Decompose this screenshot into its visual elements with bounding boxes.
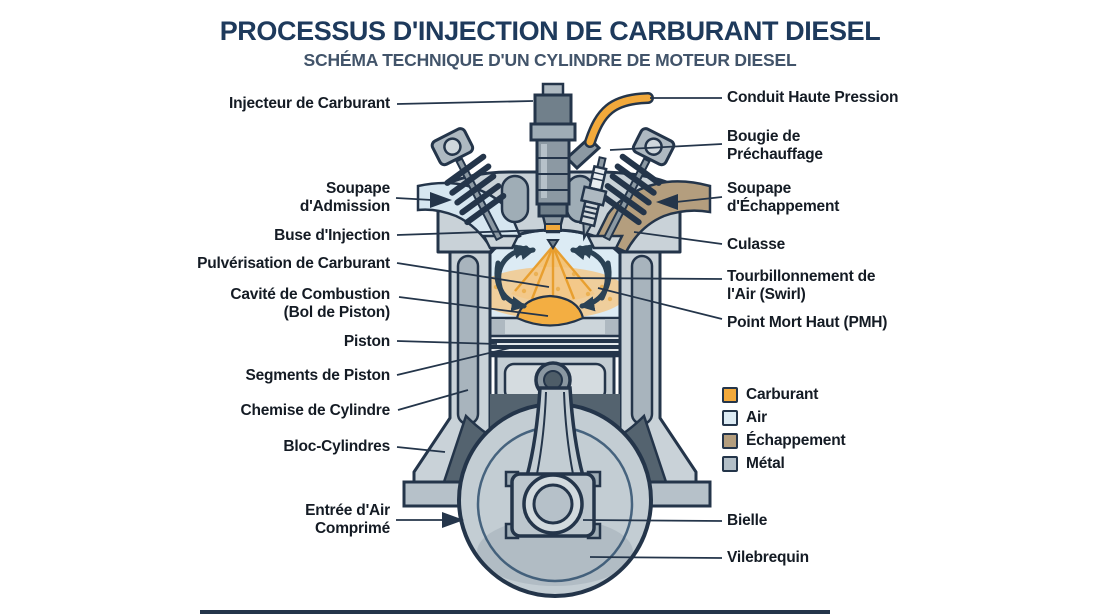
legend-label: Échappement — [746, 431, 846, 449]
intake-valve — [430, 127, 507, 242]
label-entree-air-comprime: Entrée d'Air Comprimé — [305, 502, 390, 537]
label-bougie-de-prechauffage: Bougie de Préchauffage — [727, 128, 823, 163]
label-bielle: Bielle — [727, 512, 768, 529]
cylinder-liner-right — [630, 254, 654, 426]
label-tourbillonnement-air: Tourbillonnement de l'Air (Swirl) — [727, 268, 876, 303]
swirl-arrows — [494, 243, 612, 312]
legend-label: Métal — [746, 454, 785, 472]
label-pulverisation-carburant: Pulvérisation de Carburant — [197, 255, 390, 272]
page-title: PROCESSUS D'INJECTION DE CARBURANT DIESE… — [219, 16, 881, 46]
intake-valve-head — [481, 234, 521, 250]
piston-rings — [488, 334, 622, 358]
exhaust-valve — [599, 127, 676, 242]
intake-flow-arrow — [430, 192, 452, 208]
piston-bowl — [515, 294, 585, 327]
label-piston: Piston — [343, 333, 390, 350]
label-buse-injection: Buse d'Injection — [274, 227, 390, 244]
header: PROCESSUS D'INJECTION DE CARBURANT DIESE… — [0, 16, 1100, 71]
label-cavite-de-combustion: Cavité de Combustion (Bol de Piston) — [230, 286, 390, 321]
legend-label: Carburant — [746, 385, 819, 403]
leader-lines — [395, 97, 723, 559]
legend-item-echappement: Échappement — [722, 431, 846, 449]
label-conduit-haute-pression: Conduit Haute Pression — [727, 89, 899, 106]
block-feet — [402, 480, 712, 508]
legend-label: Air — [746, 408, 767, 426]
air-inlet-arrow — [442, 512, 464, 528]
page-subtitle: SCHÉMA TECHNIQUE D'UN CYLINDRE DE MOTEUR… — [303, 50, 797, 70]
bottom-bar — [200, 610, 830, 614]
label-injecteur-de-carburant: Injecteur de Carburant — [229, 95, 390, 112]
label-soupape-echappement: Soupape d'Échappement — [727, 180, 840, 215]
label-soupape-admission: Soupape d'Admission — [299, 180, 390, 215]
injection-nozzle — [544, 223, 562, 232]
legend-swatch-metal — [722, 455, 738, 472]
label-bloc-cylindres: Bloc-Cylindres — [283, 438, 390, 455]
flow-arrows — [430, 192, 678, 528]
legend-swatch-air — [722, 409, 738, 426]
connecting-rod — [504, 386, 602, 540]
legend: Carburant Air Échappement Métal — [722, 386, 846, 478]
label-chemise-de-cylindre: Chemise de Cylindre — [240, 402, 390, 419]
legend-item-carburant: Carburant — [722, 386, 845, 403]
cylinder-liner-left — [456, 254, 480, 426]
exhaust-flow-arrow — [656, 194, 678, 210]
label-vilebrequin: Vilebrequin — [727, 549, 809, 566]
legend-swatch-carburant — [722, 386, 738, 403]
label-segments-de-piston: Segments de Piston — [245, 367, 390, 384]
glow-plug — [578, 156, 608, 242]
nozzle-tip — [546, 239, 560, 250]
legend-swatch-echappement — [722, 432, 738, 449]
legend-item-air: Air — [722, 409, 845, 426]
label-point-mort-haut: Point Mort Haut (PMH) — [727, 314, 888, 331]
high-pressure-line — [584, 92, 654, 148]
label-culasse: Culasse — [727, 236, 786, 253]
legend-item-metal: Métal — [722, 455, 845, 472]
